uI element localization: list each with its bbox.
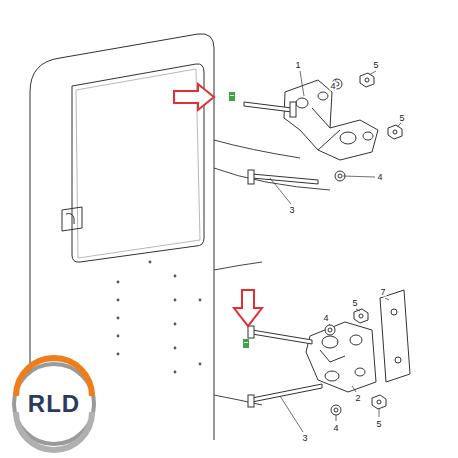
callout-number: 7 [379,288,386,297]
logo-badge [14,358,94,450]
callout-number: 3 [288,206,295,215]
lower-hinge [306,290,410,392]
hinge-plate [380,290,410,382]
callout-number: 5 [375,420,382,429]
door-handle [62,207,82,231]
callout-number: 5 [372,61,379,70]
callout-number: 4 [322,314,329,323]
callout-number: 4 [332,424,339,433]
callout-number: 1 [294,61,301,70]
pointer-arrow [234,290,262,326]
upper-hinge [284,80,378,160]
callout-number: 5 [398,114,405,123]
callout-number: 3 [301,434,308,443]
pointer-arrow [174,84,214,110]
bolt [244,73,402,184]
callout-number: 2 [354,394,361,403]
callout-number: 4 [376,173,383,182]
bolt [248,309,386,415]
leader-line [270,71,401,432]
callout-number: 5 [351,299,358,308]
callout-number: 4 [329,82,336,91]
logo-text: RLD [27,392,81,416]
